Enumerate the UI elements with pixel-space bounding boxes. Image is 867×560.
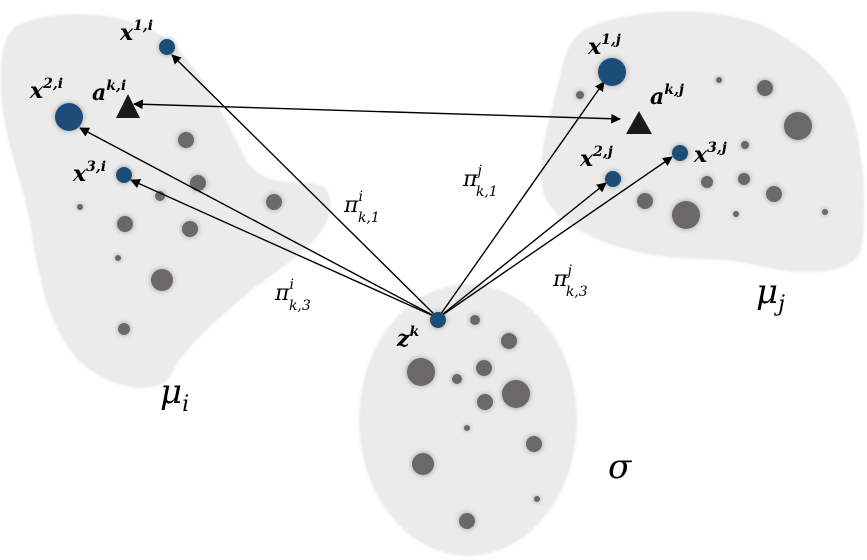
point-x1j [598,58,626,86]
grey-points-mu-i [77,132,282,335]
triangle-aki [116,94,140,118]
grey-point [178,132,194,148]
distribution-blob-sigma [359,284,577,556]
grey-point [701,176,713,188]
grey-point [117,216,133,232]
grey-point [77,204,83,210]
triangle-akj [626,111,652,134]
label-akj: ak,j [650,82,684,110]
grey-point [412,453,434,475]
label-x3j: x3,j [693,140,727,168]
grey-points-sigma [407,315,542,529]
grey-point [637,193,653,209]
label-x1j: x1,j [587,32,621,60]
grey-point [766,186,782,202]
arrow-aki-to-akj [133,99,621,124]
grey-point [738,173,750,185]
grey-point [526,436,542,452]
grey-point [576,91,584,99]
grey-point [784,112,812,140]
grey-point [476,360,492,376]
transport-arrows [79,54,673,319]
grey-point [822,209,828,215]
grey-point [407,358,435,386]
arrow-zk-to-x3i [130,179,439,319]
point-x2j [605,171,621,187]
grey-point [733,211,739,217]
point-zk [430,312,446,328]
label-x2j: x2,j [579,144,613,172]
label-x1i: x1,i [119,18,153,46]
point-x1i [159,39,175,55]
grey-point [470,315,480,325]
grey-point [501,333,517,349]
arrow-zk-to-x2i [79,127,439,319]
blue-points [55,39,688,328]
label-mu-i: μi [160,372,189,417]
grey-points-mu-j [576,77,828,229]
label-zk: zk [396,324,420,352]
label-aki: ak,i [92,78,126,106]
grey-point [452,374,462,384]
grey-point [190,175,206,191]
arrow-zk-to-x3j [437,156,673,319]
label-mu-j: μj [756,272,785,317]
distribution-blob-mu-i [1,14,331,388]
grey-point [477,394,493,410]
point-x3j [672,145,688,161]
label-sigma: σ [608,447,632,487]
grey-point [716,77,722,83]
point-x3i [116,167,132,183]
grey-point [464,425,470,431]
grey-point [182,221,198,237]
grey-point [502,380,530,408]
grey-point [118,323,130,335]
grey-point [757,80,773,96]
arrow-zk-to-x2j [437,182,607,319]
grey-point [459,513,475,529]
grey-point [534,496,540,502]
label-x2i: x2,i [29,76,63,104]
grey-point [151,269,173,291]
arrow-zk-to-x1i [171,54,439,319]
grey-point [741,141,749,149]
label-x3i: x3,i [72,159,106,187]
grey-point [115,255,121,261]
grey-point [266,194,282,210]
grey-point [672,201,700,229]
point-x2i [55,103,83,131]
